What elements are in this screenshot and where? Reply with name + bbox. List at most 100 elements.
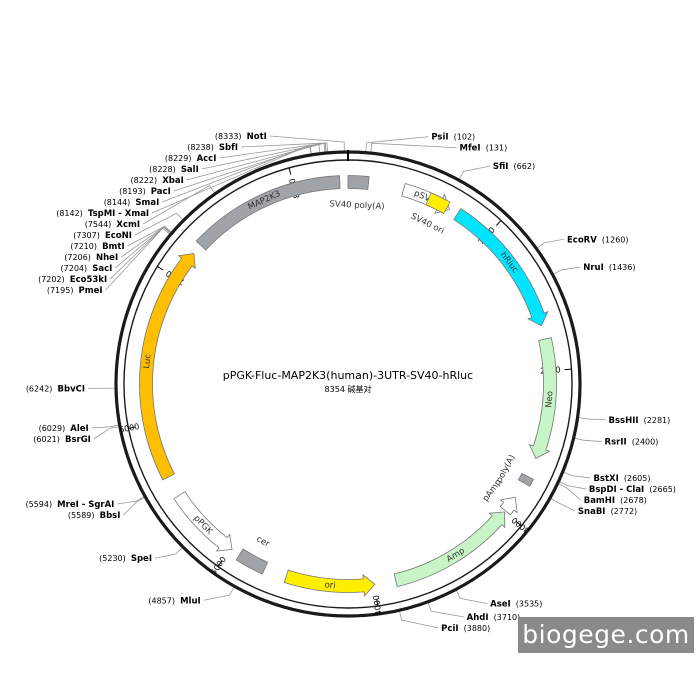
site-leader-snabi (550, 498, 576, 512)
site-name: Eco53kI (70, 275, 107, 285)
site-label-mfei: MfeI (131) (460, 136, 508, 155)
site-leader-psii (365, 136, 429, 152)
site-name: TspMI - XmaI (88, 209, 149, 219)
feature-sv40-ori (425, 192, 451, 215)
site-position: (6242) (26, 384, 53, 393)
site-name: AccI (197, 154, 217, 164)
site-name: NotI (247, 132, 267, 142)
feature-label-sv40-ori: SV40 ori (409, 212, 446, 237)
site-label-alei: (6029) AleI (39, 416, 89, 435)
site-name: BssHII (609, 416, 639, 426)
feature-cer (235, 548, 269, 575)
site-leader-xbai (186, 142, 326, 181)
site-leader-bstxi (563, 471, 591, 479)
site-name: SpeI (131, 554, 152, 564)
tick-mark-8000 (288, 167, 292, 175)
feature-label-luc: Luc (142, 353, 154, 369)
feature-pamp (499, 496, 518, 516)
site-position: (8193) (119, 187, 146, 196)
site-name: BbvCI (58, 384, 86, 394)
site-leader-bsshii (578, 417, 606, 421)
feature-luc (139, 252, 196, 481)
site-position: (3710) (494, 613, 521, 622)
site-name: SalI (181, 165, 199, 175)
site-leader-tspmi-xmai (151, 144, 312, 214)
site-position: (7195) (47, 286, 74, 295)
site-label-bamhi: BamHI (2678) (584, 488, 647, 507)
site-name: EcoRV (567, 235, 597, 245)
feature-map2k3 (195, 175, 341, 251)
site-position: (2400) (632, 438, 659, 447)
tick-label-6000: 6000 (118, 422, 140, 435)
site-position: (7206) (64, 253, 91, 262)
feature-hrluc (453, 208, 549, 327)
site-position: (5589) (68, 511, 95, 520)
site-leader-sali (201, 142, 327, 170)
site-leader-bamhi (558, 483, 581, 501)
site-position: (8333) (215, 132, 242, 141)
site-leader-rsrii (574, 437, 602, 442)
feature-ppgk (173, 491, 233, 552)
tick-mark-6000 (128, 426, 136, 429)
site-label-spei: (5230) SpeI (99, 546, 152, 565)
feature-label-ori: ori (324, 580, 336, 591)
site-leader-ecorv (536, 238, 565, 249)
site-position: (8228) (149, 165, 176, 174)
site-name: XcmI (116, 220, 140, 230)
site-position: (8144) (104, 198, 131, 207)
site-leader-spei (154, 547, 183, 559)
site-label-xbai: (8222) XbaI (131, 168, 184, 187)
feature-amp (393, 511, 506, 588)
site-position: (8222) (131, 176, 158, 185)
site-leader-lines (88, 135, 606, 629)
site-name: BmtI (102, 242, 125, 252)
site-position: (1260) (602, 235, 629, 244)
site-name: BsrGI (65, 435, 91, 445)
site-position: (6029) (39, 424, 66, 433)
site-leader-pmei (105, 227, 170, 291)
site-position: (7210) (70, 242, 97, 251)
site-position: (4857) (148, 596, 175, 605)
site-position: (1436) (609, 263, 636, 272)
site-position: (7202) (38, 275, 65, 284)
site-name: XbaI (162, 176, 184, 186)
site-position: (7204) (61, 264, 88, 273)
tick-mark-3000 (515, 520, 522, 527)
site-name: SnaBI (578, 507, 606, 517)
site-position: (8142) (56, 209, 83, 218)
site-name: BspDI - ClaI (589, 485, 644, 495)
site-name: AhdI (467, 613, 489, 623)
site-name: RsrII (605, 438, 627, 448)
site-leader-sfii (458, 165, 490, 180)
site-label-nrui: NruI (1436) (583, 255, 635, 274)
site-label-bmti: (7210) BmtI (70, 234, 124, 253)
site-position: (6021) (33, 435, 60, 444)
site-label-saci: (7204) SacI (61, 256, 113, 275)
backbone-ring (114, 150, 582, 618)
site-leader-asei (455, 590, 488, 605)
site-label-bbvci: (6242) BbvCI (26, 376, 85, 395)
site-leader-mrei-sgrai (117, 496, 145, 505)
feature-neo (528, 337, 557, 459)
site-position: (7307) (73, 231, 100, 240)
site-position: (102) (454, 133, 476, 142)
site-position: (5594) (25, 500, 52, 509)
site-name: MreI - SgrAI (57, 500, 114, 510)
site-name: BbsI (100, 511, 121, 521)
site-position: (8229) (165, 154, 192, 163)
site-name: AseI (490, 600, 511, 610)
site-name: PmeI (79, 286, 103, 296)
feature-label-cer: cer (254, 534, 271, 549)
site-label-mlui: (4857) MluI (148, 588, 200, 607)
site-name: PsiI (431, 133, 448, 143)
tick-mark-5000 (217, 560, 223, 567)
site-label-ahdi: AhdI (3710) (467, 605, 521, 624)
site-position: (662) (514, 162, 536, 171)
site-leader-pcii (399, 611, 439, 629)
site-position: (131) (486, 144, 508, 153)
site-label-bsshii: BssHII (2281) (609, 408, 671, 427)
site-leader-sbfi (240, 142, 329, 152)
site-leader-nrui (553, 266, 581, 275)
restriction-site-labels: PsiI (102)MfeI (131)SfiI (662)EcoRV (126… (25, 132, 675, 634)
